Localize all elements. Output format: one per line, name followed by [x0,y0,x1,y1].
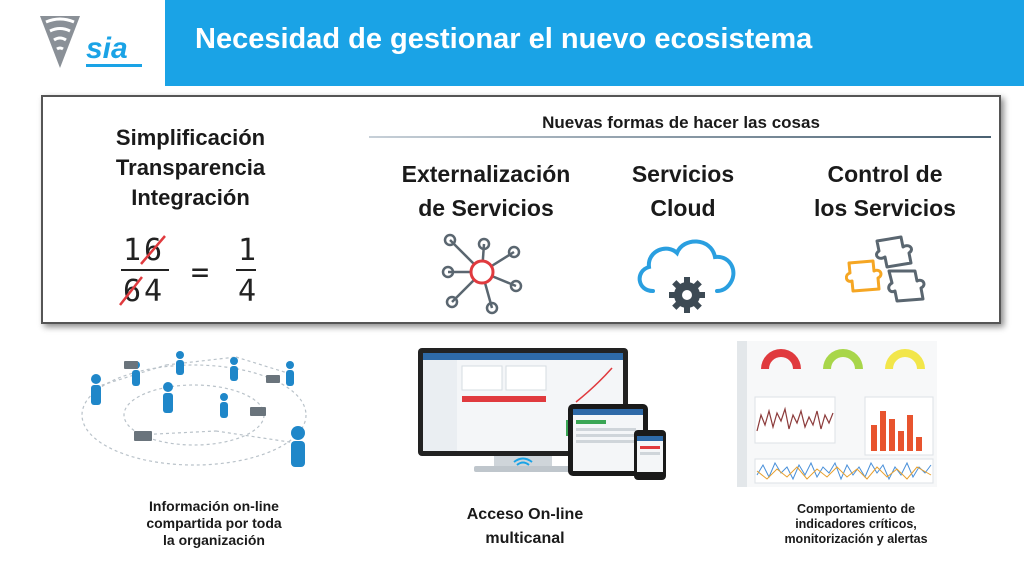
pillar-cloud-line2: Cloud [650,195,716,221]
puzzle-icon [844,235,926,303]
cloud-gear-icon [637,239,736,313]
caption-shared-info: Información on-line compartida por toda … [128,498,300,549]
caption-shared-info-line3: la organización [163,532,265,548]
gear-icon [669,277,705,313]
page-title: Necesidad de gestionar el nuevo ecosiste… [195,23,813,55]
caption-multichannel: Acceso On-line multicanal [448,503,602,551]
network-icon [441,233,523,315]
laptop-figures [124,361,280,441]
people-network-illustration [81,351,307,467]
section-divider [369,136,991,138]
fraction-right-num: 1 [238,233,256,268]
phone-device [634,430,666,480]
fraction-num-kept: 1 [123,233,141,268]
caption-monitoring-line3: monitorización y alertas [784,532,928,546]
tablet-device [568,404,648,476]
section-heading: Nuevas formas de hacer las cosas [542,113,820,132]
caption-monitoring: Comportamiento de indicadores críticos, … [768,502,944,547]
main-panel: Simplificación Transparencia Integración… [41,95,1001,324]
pillar-cloud-line1: Servicios [631,161,735,187]
fraction-equals: = [191,255,209,290]
pillar-outsourcing-line2: de Servicios [418,195,554,221]
timeline-chart [754,458,934,484]
multi-device-illustration [418,348,666,480]
logo-text: sia [86,32,128,65]
bar-chart [864,396,934,456]
pillar-control-line2: los Servicios [814,195,956,221]
pillar-control-line1: Control de [827,161,943,187]
pillar-outsourcing-line1: Externalización [401,161,571,187]
caption-shared-info-line2: compartida por toda [146,515,282,531]
title-bar: Necesidad de gestionar el nuevo ecosiste… [165,0,1024,86]
caption-monitoring-line2: indicadores críticos, [795,517,917,531]
fraction-den-kept: 4 [144,274,162,309]
dashboard-illustration [737,341,937,487]
traffic-chart [754,396,836,444]
principle-transparency: Transparencia [115,155,266,180]
principle-integration: Integración [131,185,250,210]
strike-top [140,235,166,265]
sia-logo: sia [40,16,142,68]
gauge-widgets [761,349,925,369]
pillar-cloud: Servicios Cloud [603,157,763,225]
caption-multichannel-line2: multicanal [485,530,565,547]
pillar-control: Control de los Servicios [795,157,975,225]
person-figures [91,351,305,467]
wifi-signal-icon [40,16,80,68]
header: sia Necesidad de gestionar el nuevo ecos… [0,0,1024,86]
principles-list: Simplificación Transparencia Integración [83,123,298,213]
fraction-right-den: 4 [238,274,256,309]
fraction-illustration: 1 6 6 4 = 1 4 [119,233,256,309]
caption-shared-info-line1: Información on-line [149,498,279,514]
sia-wifi-mark-icon [513,457,533,466]
caption-monitoring-line1: Comportamiento de [796,502,916,516]
caption-multichannel-line1: Acceso On-line [466,506,584,523]
strike-bottom [119,276,143,306]
pillar-outsourcing: Externalización de Servicios [381,157,591,225]
principle-simplification: Simplificación [115,125,266,150]
